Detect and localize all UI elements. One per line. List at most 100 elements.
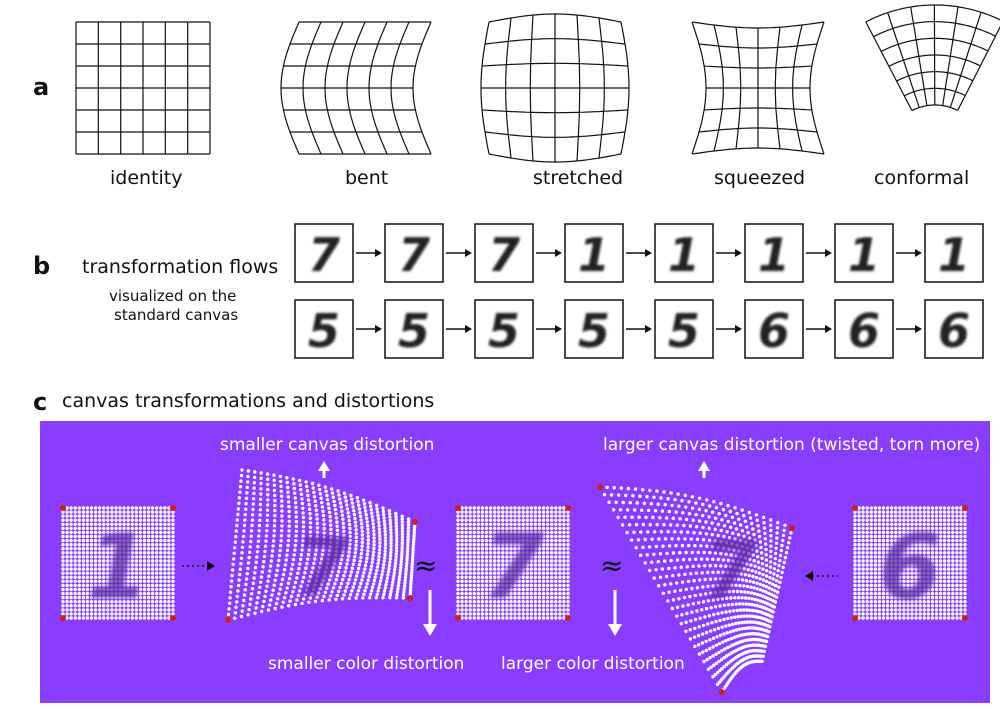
flow-row1-box: 1 — [654, 223, 714, 283]
flow-arrow — [896, 249, 922, 257]
flow-subtitle-1: visualized on the — [109, 287, 237, 305]
canvas-source-6: 6 — [852, 505, 968, 621]
corner-point — [565, 615, 571, 621]
canvas-digit: 7 — [294, 521, 350, 614]
digit-glyph: 1 — [848, 228, 880, 282]
grid-stretched — [480, 13, 630, 163]
larger-canvas-label: larger canvas distortion (twisted, torn … — [603, 435, 981, 455]
flow-row2-box: 5 — [384, 299, 444, 359]
panel-b-letter: b — [33, 252, 51, 280]
label-stretched: stretched — [533, 167, 624, 189]
grid-conformal — [865, 4, 1000, 112]
flow-arrow — [446, 249, 472, 257]
flow-row2-box: 5 — [294, 299, 354, 359]
digit-glyph: 6 — [938, 304, 970, 358]
corner-point — [455, 505, 461, 511]
down-arrow-large — [608, 590, 622, 636]
corner-point — [597, 484, 603, 490]
flow-arrow — [536, 325, 562, 333]
panel-c-title: canvas transformations and distortions — [62, 390, 435, 412]
smaller-canvas-label: smaller canvas distortion — [220, 435, 435, 455]
digit-glyph: 7 — [488, 228, 520, 282]
digit-glyph: 1 — [668, 228, 700, 282]
approx-symbol-right: ≈ — [600, 549, 624, 582]
flow-row1-box: 7 — [384, 223, 444, 283]
corner-point — [170, 505, 176, 511]
digit-glyph: 1 — [758, 228, 790, 282]
flow-row1-box: 1 — [744, 223, 804, 283]
dotted-arrow-right — [182, 561, 215, 571]
flow-row1-box: 7 — [294, 223, 354, 283]
flow-row2-box: 6 — [744, 299, 804, 359]
flow-row1-box: 1 — [834, 223, 894, 283]
grid-identity — [75, 21, 211, 155]
corner-point — [407, 595, 413, 601]
flow-row1-box: 1 — [564, 223, 624, 283]
canvas-large-distortion: 7 — [597, 484, 795, 695]
label-conformal: conformal — [874, 167, 970, 189]
flow-arrow — [536, 249, 562, 257]
digit-glyph: 5 — [488, 304, 520, 358]
label-identity: identity — [110, 167, 183, 189]
digit-glyph: 7 — [308, 228, 340, 282]
flow-arrow — [806, 249, 832, 257]
flow-row2-box: 6 — [924, 299, 984, 359]
digit-glyph: 6 — [848, 304, 880, 358]
canvas-digit: 7 — [702, 524, 758, 617]
flow-arrow — [356, 249, 382, 257]
flow-arrow — [716, 249, 742, 257]
flow-row2-box: 5 — [474, 299, 534, 359]
corner-point — [565, 505, 571, 511]
flow-arrow — [446, 325, 472, 333]
flow-arrow — [626, 249, 652, 257]
flow-row2-box: 5 — [654, 299, 714, 359]
corner-point — [962, 505, 968, 511]
canvas-small-distortion: 7 — [225, 468, 418, 623]
flow-subtitle-2: standard canvas — [114, 306, 239, 324]
flow-arrow — [716, 325, 742, 333]
flow-row1-box: 1 — [924, 223, 984, 283]
label-squeezed: squeezed — [714, 167, 806, 189]
corner-point — [789, 525, 795, 531]
canvas-digit: 7 — [482, 515, 545, 620]
digit-glyph: 1 — [578, 228, 610, 282]
corner-point — [60, 615, 66, 621]
grid-squeezed — [691, 21, 825, 155]
panel-a-letter: a — [33, 73, 50, 101]
corner-point — [962, 615, 968, 621]
up-arrow-large — [698, 461, 710, 478]
flow-title: transformation flows — [82, 256, 279, 278]
flow-arrow — [626, 325, 652, 333]
canvas-source-1: 1 — [60, 505, 176, 621]
up-arrow-small — [318, 461, 330, 478]
corner-point — [412, 519, 418, 525]
corner-point — [60, 505, 66, 511]
canvas-target-7: 7 — [455, 505, 571, 621]
canvas-digit: 1 — [87, 515, 150, 620]
corner-point — [455, 615, 461, 621]
corner-point — [852, 615, 858, 621]
smaller-color-label: smaller color distortion — [268, 654, 465, 674]
larger-color-label: larger color distortion — [501, 654, 685, 674]
corner-point — [852, 505, 858, 511]
digit-glyph: 5 — [308, 304, 340, 358]
digit-glyph: 5 — [578, 304, 610, 358]
corner-point — [719, 689, 725, 695]
flow-arrow — [896, 325, 922, 333]
digit-glyph: 7 — [398, 228, 430, 282]
digit-glyph: 5 — [668, 304, 700, 358]
flow-row2-box: 5 — [564, 299, 624, 359]
panel-c-letter: c — [33, 388, 48, 416]
approx-symbol-left: ≈ — [414, 549, 438, 582]
label-bent: bent — [345, 167, 389, 189]
digit-glyph: 6 — [758, 304, 790, 358]
digit-glyph: 1 — [938, 228, 970, 282]
corner-point — [225, 617, 231, 623]
flow-row1-box: 7 — [474, 223, 534, 283]
corner-point — [170, 615, 176, 621]
down-arrow-small — [423, 590, 437, 636]
flow-row2-box: 6 — [834, 299, 894, 359]
